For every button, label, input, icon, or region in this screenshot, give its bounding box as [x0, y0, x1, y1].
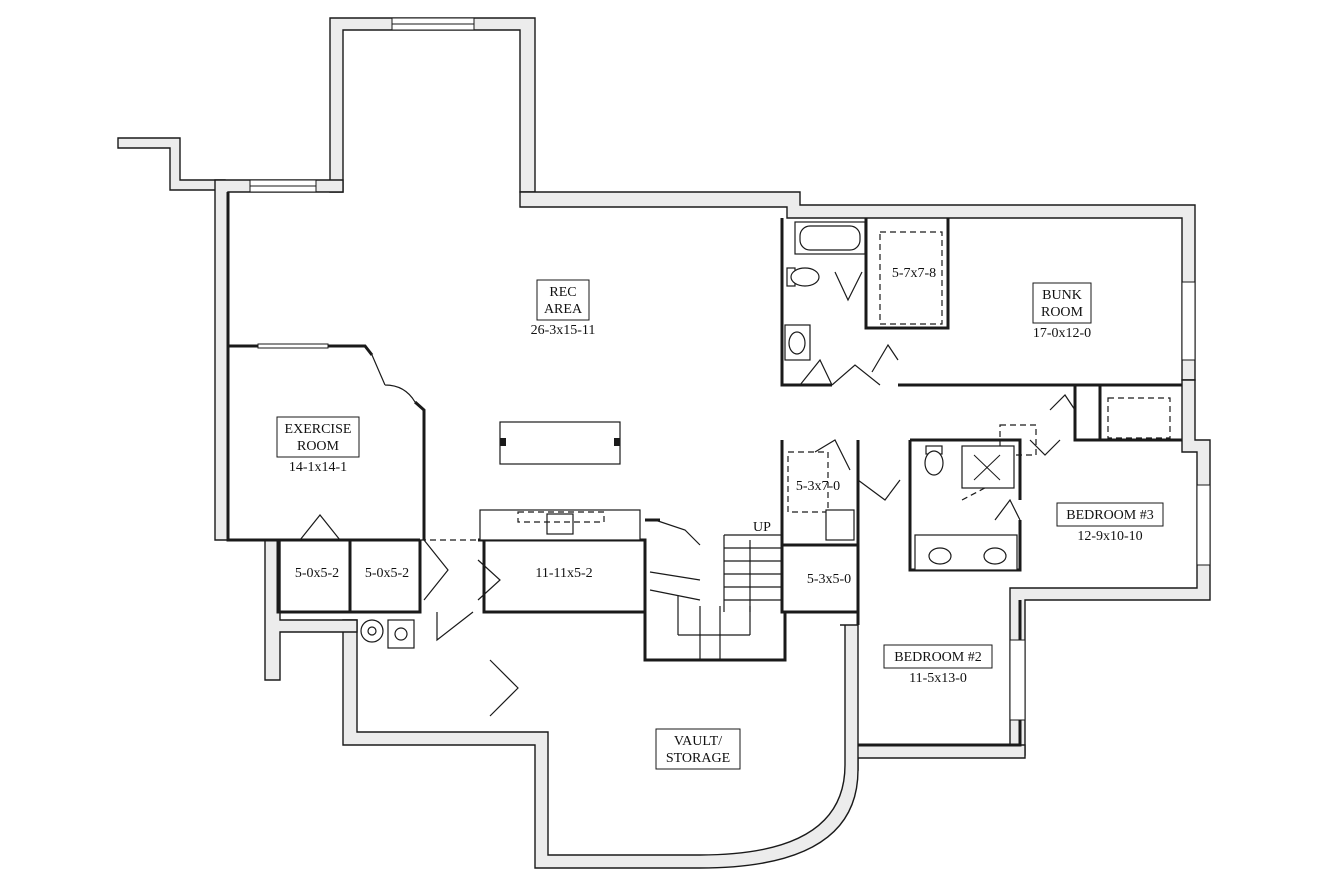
closet-a-label: 5-0x5-2 — [295, 566, 339, 581]
closet-b-label: 5-0x5-2 — [365, 566, 409, 581]
storage-hall-label: 11-11x5-2 — [535, 566, 592, 581]
rec-area-size: 26-3x15-11 — [531, 323, 596, 338]
windows — [249, 17, 1211, 721]
bedroom-3-label-box — [1056, 502, 1164, 527]
closet-bunk-label: 5-7x7-8 — [892, 266, 936, 281]
exercise-room-name: EXERCISE — [285, 422, 352, 437]
vault-storage-name: STORAGE — [666, 751, 730, 766]
stair-up-label: UP — [753, 520, 771, 535]
interior-walls — [226, 192, 1182, 747]
door-swings — [299, 271, 1076, 717]
exercise-room-name: ROOM — [297, 439, 340, 454]
bath-2-label: 5-3x7-0 — [796, 479, 840, 494]
exercise-room-label-box — [276, 416, 360, 458]
bedroom-2-size: 11-5x13-0 — [909, 671, 967, 686]
bunk-room-size: 17-0x12-0 — [1033, 326, 1091, 341]
rec-area-name: REC — [549, 285, 576, 300]
exercise-room-size: 14-1x14-1 — [289, 460, 347, 475]
dashed-lines — [420, 231, 1171, 546]
bedroom-3-name: BEDROOM #3 — [1066, 508, 1154, 523]
fixtures — [360, 221, 1018, 660]
rec-area-label-box — [536, 279, 590, 321]
bunk-room-name: ROOM — [1041, 305, 1084, 320]
bedroom-2-name: BEDROOM #2 — [894, 650, 982, 665]
rec-area-name: AREA — [544, 302, 583, 317]
bedroom-3-size: 12-9x10-10 — [1077, 529, 1142, 544]
closet-bed2-label: 5-3x5-0 — [807, 572, 851, 587]
bunk-room-label-box — [1032, 282, 1092, 324]
bunk-room-name: BUNK — [1042, 288, 1082, 303]
bedroom-2-label-box — [883, 644, 993, 669]
stairs — [649, 534, 782, 660]
vault-storage-label-box — [655, 728, 741, 770]
vault-storage-name: VAULT/ — [674, 734, 722, 749]
